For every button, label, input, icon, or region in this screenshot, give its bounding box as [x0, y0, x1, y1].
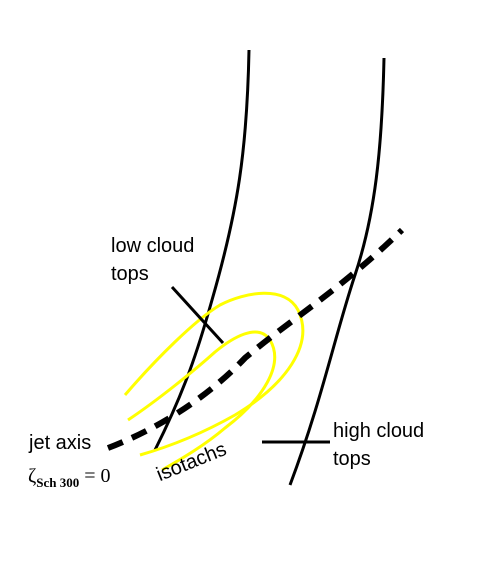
zeta-label: ζSch 300 = 0 [28, 464, 111, 495]
high-cloud-tops-curve [288, 57, 386, 486]
high-cloud-label-line1: high cloud [333, 420, 425, 442]
low-cloud-label-line1: low cloud [111, 235, 195, 257]
low-cloud-leader [170, 285, 225, 345]
zeta-symbol: ζ [28, 465, 37, 487]
low-cloud-tops-curve [153, 49, 251, 451]
zeta-value: = 0 [84, 465, 111, 487]
high-cloud-label-line2: tops [333, 448, 371, 470]
isotach-outer [123, 291, 305, 457]
zeta-subscript: Sch 300 [36, 475, 80, 490]
jet-axis-line [106, 227, 405, 451]
jet-axis-label: jet axis [29, 432, 92, 454]
low-cloud-label-line2: tops [111, 263, 149, 285]
